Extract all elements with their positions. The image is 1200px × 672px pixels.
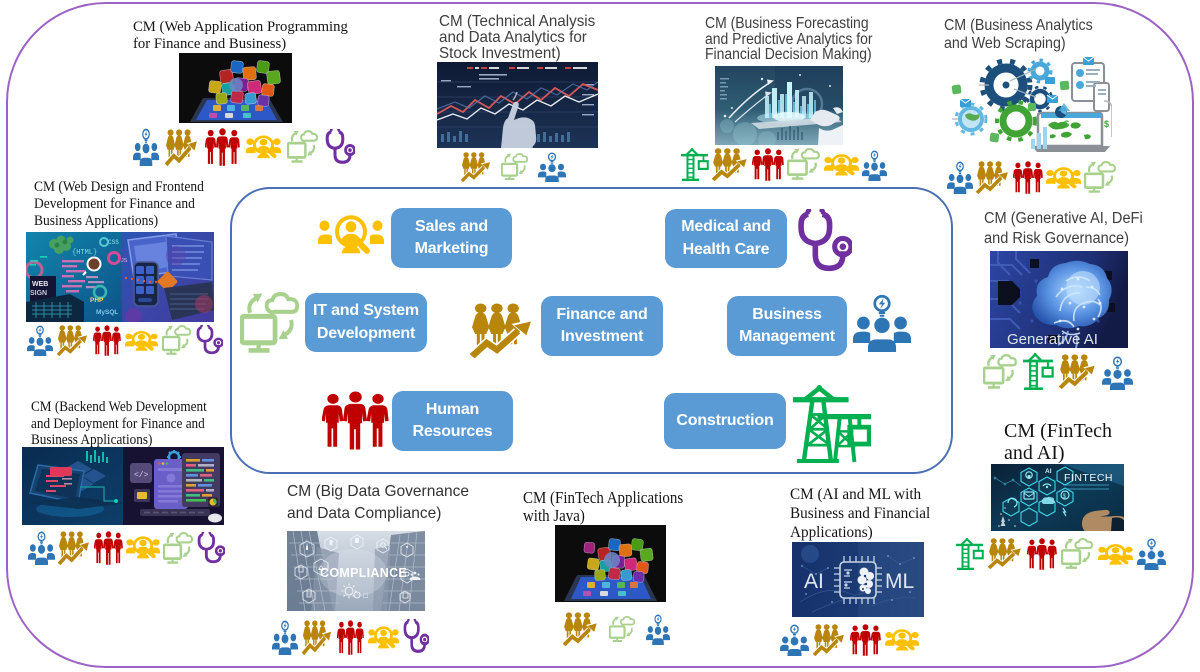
svg-text:AI: AI: [804, 570, 824, 593]
svg-text:</>: </>: [134, 471, 149, 480]
svg-text:$: $: [1104, 119, 1109, 129]
svg-text:WEB: WEB: [32, 281, 48, 288]
svg-text:Generative AI: Generative AI: [1007, 331, 1098, 348]
svg-text:$: $: [1064, 119, 1069, 129]
svg-text:$: $: [1063, 494, 1067, 500]
svg-text:JS: JS: [121, 258, 128, 264]
svg-text:AI: AI: [1045, 468, 1052, 475]
svg-text:☐: ☐: [363, 593, 368, 600]
svg-text:MySQL: MySQL: [96, 309, 118, 316]
svg-text:{HTML}: {HTML}: [72, 249, 97, 257]
svg-text:SIGN: SIGN: [30, 290, 47, 297]
svg-text:PHP: PHP: [90, 297, 104, 304]
svg-text:COMPLIANCE: COMPLIANCE: [320, 566, 407, 580]
svg-text:ML: ML: [885, 570, 914, 593]
svg-text:FINTECH: FINTECH: [1064, 472, 1113, 484]
svg-text:CSS: CSS: [108, 239, 119, 246]
